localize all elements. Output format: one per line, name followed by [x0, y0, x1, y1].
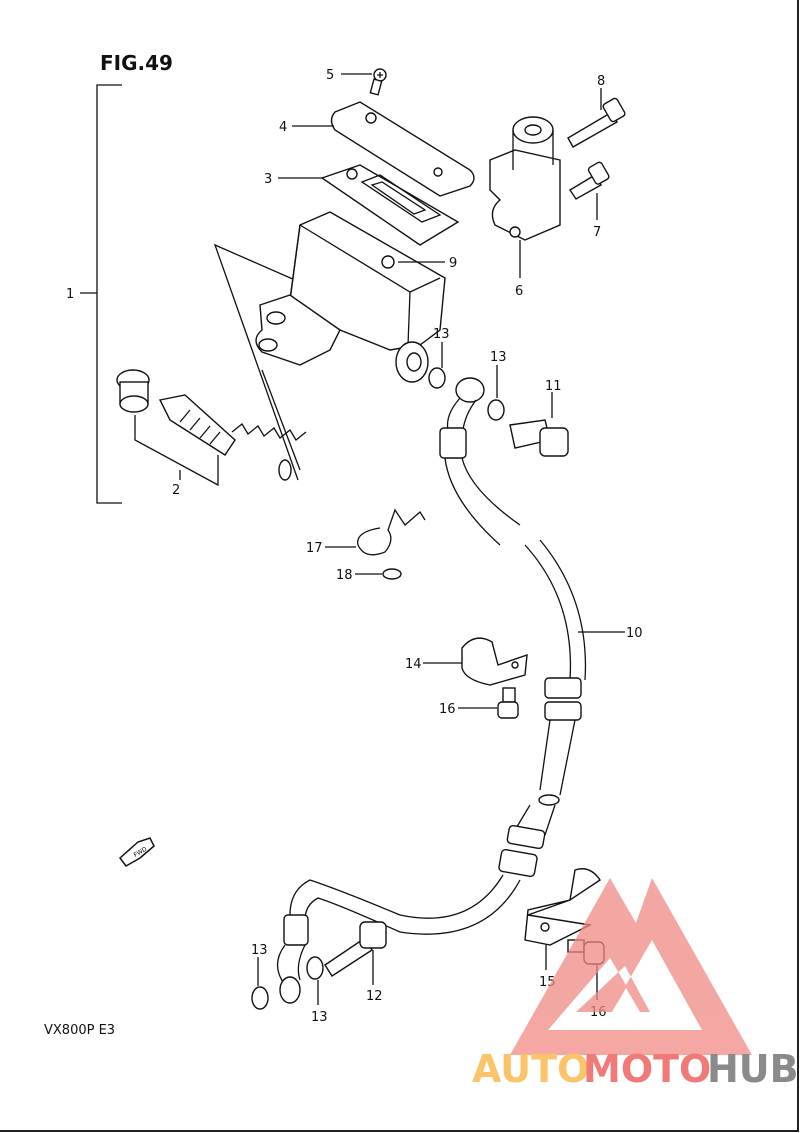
callout-17: 17	[306, 541, 323, 556]
callout-2: 2	[172, 483, 180, 498]
callout-4: 4	[279, 120, 287, 135]
forward-direction-icon: FWD	[118, 837, 155, 867]
callout-9: 9	[449, 256, 457, 271]
callout-13: 13	[311, 1010, 328, 1025]
callout-10: 10	[626, 626, 643, 641]
hose-clamp-lower	[524, 868, 601, 946]
callout-13: 13	[490, 350, 507, 365]
diaphragm-plate	[320, 164, 460, 246]
clamp-bolt	[497, 687, 519, 719]
callout-3: 3	[264, 172, 272, 187]
callout-1: 1	[66, 287, 74, 302]
watermark-auto: AUTO	[472, 1047, 589, 1091]
group-lines	[213, 243, 301, 481]
model-code: VX800P E3	[44, 1023, 115, 1038]
washer	[428, 367, 446, 389]
callout-leaders	[80, 73, 625, 1005]
piston-kit-bracket	[134, 415, 219, 487]
callout-5: 5	[326, 68, 334, 83]
master-cylinder-body	[255, 211, 446, 383]
watermark-hub: HUB	[707, 1047, 799, 1091]
callout-14: 14	[405, 657, 422, 672]
small-washer	[382, 568, 402, 580]
clamp-bolt-short	[569, 161, 610, 200]
callout-13: 13	[251, 943, 268, 958]
hose-clamp	[461, 637, 528, 686]
washer	[487, 399, 505, 421]
washer	[251, 986, 269, 1010]
figure-title: FIG.49	[100, 51, 173, 75]
callout-7: 7	[593, 225, 601, 240]
callout-18: 18	[336, 568, 353, 583]
assembly-bracket	[96, 84, 122, 504]
washer	[306, 956, 324, 980]
callout-6: 6	[515, 284, 523, 299]
callout-13: 13	[433, 327, 450, 342]
callout-11: 11	[545, 379, 562, 394]
callout-8: 8	[597, 74, 605, 89]
watermark-moto: MOTO	[583, 1047, 711, 1091]
handlebar-clamp	[489, 116, 561, 241]
cap-screw	[369, 68, 387, 96]
piston-kit	[116, 369, 307, 481]
clamp-bolt-long	[567, 97, 626, 148]
union-bolt	[509, 419, 569, 457]
union-bolt-lower	[324, 921, 387, 977]
return-spring	[357, 508, 426, 556]
callout-16: 16	[439, 702, 456, 717]
callout-12: 12	[366, 989, 383, 1004]
automotohub-watermark-logo	[510, 878, 752, 1055]
clutch-hose-upper	[276, 377, 587, 1004]
